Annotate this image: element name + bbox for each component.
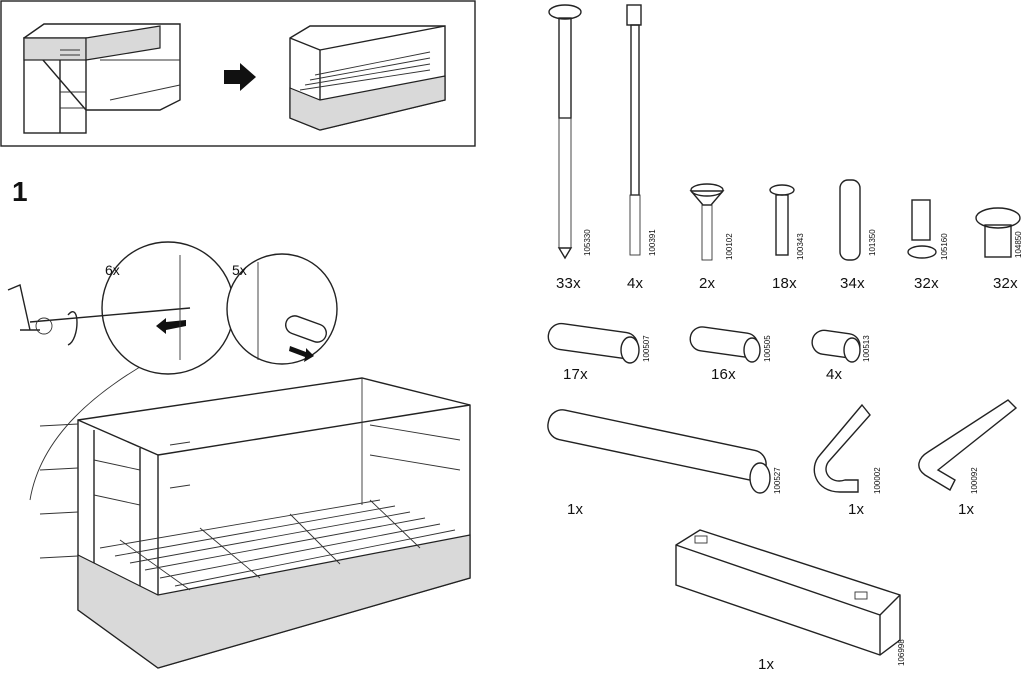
part-qty: 4x xyxy=(826,366,843,383)
barrel-nut-100505 xyxy=(689,326,761,363)
bunk-bed-illustration xyxy=(22,23,181,134)
part-code: 101350 xyxy=(868,229,877,256)
part-qty: 17x xyxy=(563,366,588,383)
part-code: 100505 xyxy=(763,335,772,362)
part-code: 106998 xyxy=(897,639,906,666)
part-code: 100527 xyxy=(773,467,782,494)
part-qty: 1x xyxy=(758,656,775,673)
detail-circle-a xyxy=(7,241,235,375)
screw-100343 xyxy=(769,184,795,256)
part-qty: 2x xyxy=(699,275,716,292)
part-qty: 1x xyxy=(567,501,584,518)
part-code: 100513 xyxy=(862,335,871,362)
part-code: 105330 xyxy=(583,229,592,256)
bolt-105330 xyxy=(548,4,582,260)
part-code: 100343 xyxy=(796,233,805,260)
part-code: 100391 xyxy=(648,229,657,256)
part-qty: 18x xyxy=(772,275,797,292)
board-106998 xyxy=(675,529,901,656)
step-number: 1 xyxy=(12,176,28,207)
right-arrow-icon xyxy=(224,63,256,91)
part-qty: 16x xyxy=(711,366,736,383)
part-qty: 32x xyxy=(993,275,1018,292)
barrel-nut-100507 xyxy=(547,322,640,364)
part-code: 105160 xyxy=(940,233,949,260)
barrel-nut-100513 xyxy=(811,329,861,363)
overview-panel xyxy=(0,0,476,147)
part-code: 100507 xyxy=(642,335,651,362)
screw-100102 xyxy=(689,183,725,261)
part-qty: 1x xyxy=(958,501,975,518)
low-bed-illustration xyxy=(289,25,446,131)
detail-b-multiplier: 5x xyxy=(232,262,247,278)
cap-104850 xyxy=(975,207,1021,258)
allen-key-100092 xyxy=(918,399,1018,491)
detail-a-multiplier: 6x xyxy=(105,262,120,278)
bolt-100391 xyxy=(626,4,642,256)
part-code: 100102 xyxy=(725,233,734,260)
part-qty: 1x xyxy=(848,501,865,518)
part-qty: 4x xyxy=(627,275,644,292)
dowel-101350 xyxy=(839,179,861,261)
hardware-parts xyxy=(547,4,1021,656)
part-code: 104850 xyxy=(1014,231,1023,258)
allen-key-100002 xyxy=(813,403,871,493)
part-qty: 33x xyxy=(556,275,581,292)
part-qty: 32x xyxy=(914,275,939,292)
part-code: 100002 xyxy=(873,467,882,494)
rod-100527 xyxy=(547,409,771,494)
insert-105160 xyxy=(907,199,937,259)
bed-frame-illustration xyxy=(29,344,471,669)
part-code: 100092 xyxy=(970,467,979,494)
detail-circle-b xyxy=(226,253,338,365)
part-qty: 34x xyxy=(840,275,865,292)
screw-indicators xyxy=(39,423,191,559)
